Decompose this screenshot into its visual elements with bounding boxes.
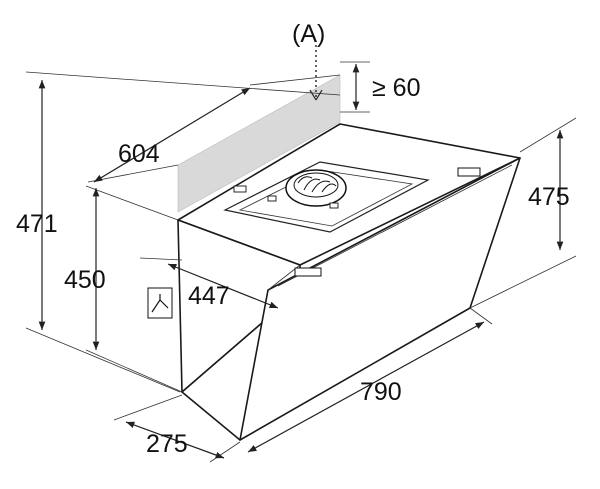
label-width: 604 <box>118 140 160 168</box>
label-height-body: 450 <box>64 266 106 294</box>
label-ref-a: (A) <box>292 20 325 48</box>
motor-mount-plate <box>223 161 430 233</box>
label-glass-height: 475 <box>528 183 570 211</box>
socket-icon <box>147 287 173 319</box>
mount-clip-right <box>457 167 481 177</box>
label-depth-base: 275 <box>146 430 188 458</box>
label-height-total: 471 <box>16 210 58 238</box>
label-depth-mid: 447 <box>188 282 230 310</box>
mount-clip-left <box>294 267 322 277</box>
label-clearance: ≥ 60 <box>372 74 420 102</box>
label-glass-length: 790 <box>360 378 402 406</box>
